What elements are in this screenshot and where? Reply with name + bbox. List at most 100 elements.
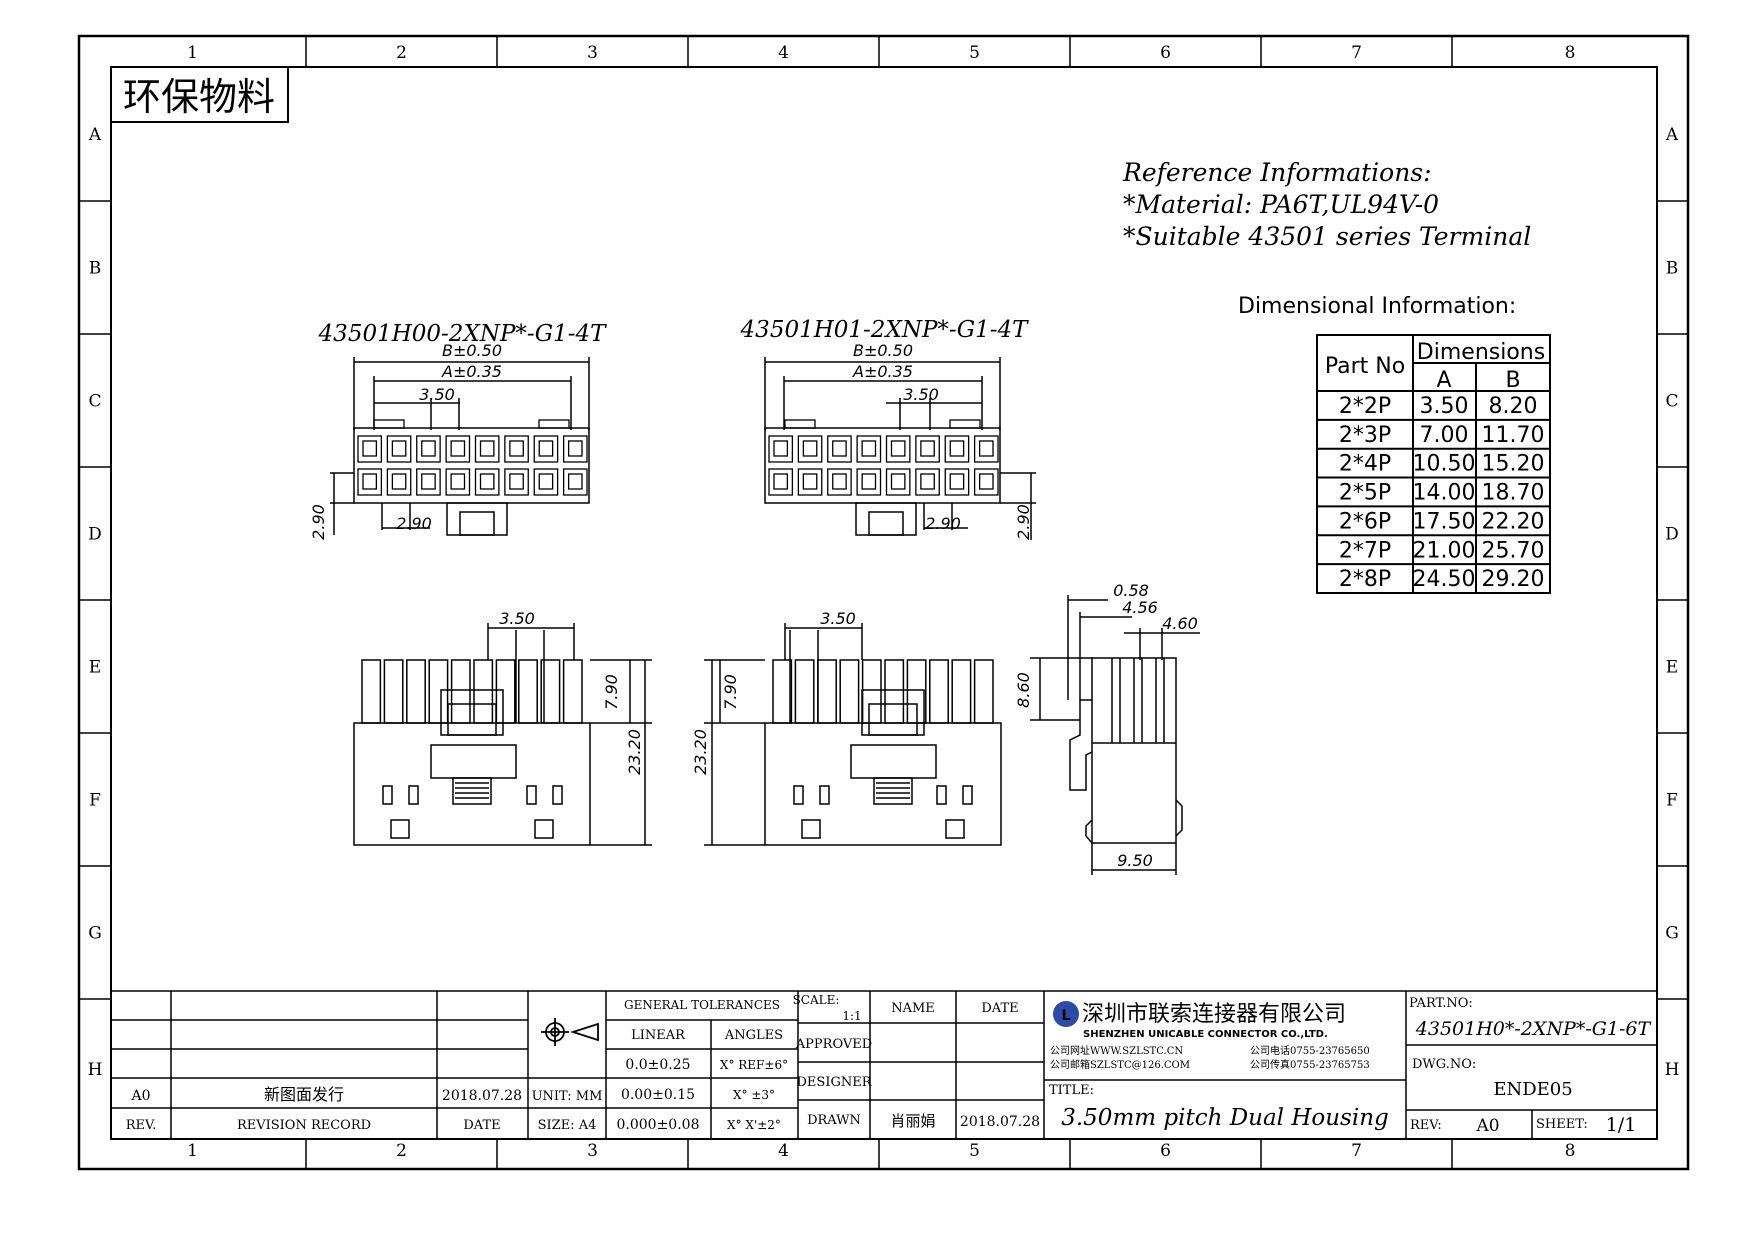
tol-angles-3: X° X'±2°	[727, 1118, 781, 1132]
dim-table-part: 2*5P	[1339, 481, 1391, 506]
name-label: NAME	[891, 1001, 935, 1016]
dim-table-header-dimensions: Dimensions	[1417, 340, 1545, 365]
date-value: 2018.07.28	[442, 1088, 522, 1104]
front-view-left: 43501H00-2XNP*-G1-4T B±0.50 A±0.35 3.50 …	[309, 321, 607, 540]
dim-table-part: 2*2P	[1339, 394, 1391, 419]
front-right-dim-b: B±0.50	[853, 341, 913, 360]
scale-label: SCALE:	[793, 993, 840, 1007]
side-view-middle: 3.50 7.90 23.20	[691, 609, 1002, 846]
row-label-right: C	[1665, 392, 1678, 412]
row-label-left: D	[88, 525, 102, 545]
front-right-dim-v: 2.90	[1014, 504, 1033, 540]
column-label-bottom: 3	[587, 1141, 598, 1161]
side-right-d2: 4.56	[1122, 598, 1158, 617]
dim-table-b: 15.20	[1482, 452, 1545, 477]
reference-terminal: *Suitable 43501 series Terminal	[1123, 222, 1531, 251]
dim-table-a: 7.00	[1420, 423, 1469, 448]
part-no-value: 43501H0*-2XNP*-G1-6T	[1415, 1018, 1652, 1040]
linear-label: LINEAR	[631, 1028, 686, 1043]
column-label-top: 2	[396, 43, 407, 63]
dim-table-part: 2*4P	[1339, 452, 1391, 477]
dim-table-a: 10.50	[1413, 452, 1476, 477]
dim-table-b: 8.20	[1489, 394, 1538, 419]
column-label-bottom: 7	[1351, 1141, 1362, 1161]
record-label: REVISION RECORD	[237, 1118, 371, 1133]
row-label-left: C	[88, 392, 101, 412]
column-label-bottom: 5	[969, 1141, 980, 1161]
reference-material: *Material: PA6T,UL94V-0	[1123, 190, 1439, 219]
front-left-dim-a: A±0.35	[441, 362, 502, 381]
front-left-dim-b: B±0.50	[442, 341, 502, 360]
company-logo: L	[1053, 1001, 1079, 1027]
front-left-dim-v: 2.90	[309, 504, 328, 540]
column-label-bottom: 8	[1565, 1141, 1576, 1161]
unit-label: UNIT: MM	[532, 1089, 603, 1104]
date-col-label: DATE	[981, 1001, 1018, 1016]
dim-table-part: 2*7P	[1339, 538, 1391, 563]
company-fax: 公司传真0755-23765753	[1250, 1058, 1370, 1071]
row-label-left: F	[89, 791, 101, 811]
dim-table-part: 2*8P	[1339, 567, 1391, 592]
side-right-h: 8.60	[1014, 672, 1033, 708]
row-label-right: E	[1666, 658, 1678, 678]
dim-table-header-b: B	[1505, 368, 1520, 393]
column-label-bottom: 1	[187, 1141, 198, 1161]
side-left-h2: 23.20	[625, 729, 644, 775]
reference-info: Reference Informations: *Material: PA6T,…	[1122, 158, 1531, 251]
company-website: 公司网址WWW.SZLSTC.CN	[1050, 1044, 1183, 1057]
company-email: 公司邮箱SZLSTC@126.COM	[1050, 1058, 1190, 1071]
column-label-bottom: 6	[1160, 1141, 1171, 1161]
designer-label: DESIGNER	[797, 1075, 873, 1090]
drawn-date: 2018.07.28	[960, 1114, 1040, 1130]
dim-table-a: 21.00	[1413, 538, 1476, 563]
dim-table-b: 11.70	[1482, 423, 1545, 448]
rev-label-2: REV:	[1410, 1118, 1442, 1133]
tol-linear-2: 0.00±0.15	[621, 1087, 695, 1103]
front-view-left-title: 43501H00-2XNP*-G1-4T	[318, 321, 608, 347]
general-tolerances-label: GENERAL TOLERANCES	[624, 998, 780, 1012]
dim-table-part: 2*3P	[1339, 423, 1391, 448]
rev-label: REV.	[126, 1118, 157, 1133]
column-label-top: 7	[1351, 43, 1362, 63]
tol-linear-3: 0.000±0.08	[617, 1117, 700, 1133]
part-no-label: PART.NO:	[1409, 996, 1473, 1011]
size-label: SIZE: A4	[538, 1118, 597, 1133]
drawn-label: DRAWN	[807, 1113, 861, 1128]
row-label-right: G	[1665, 924, 1679, 944]
row-label-right: F	[1666, 791, 1678, 811]
eco-stamp: 环保物料	[110, 66, 289, 123]
drawing-title: 3.50mm pitch Dual Housing	[1061, 1105, 1389, 1131]
sheet-label: SHEET:	[1536, 1117, 1588, 1132]
row-label-right: D	[1665, 525, 1679, 545]
title-label: TITLE:	[1049, 1083, 1094, 1098]
front-right-dim-h: 2.90	[925, 514, 961, 533]
dim-table-header-part: Part No	[1325, 354, 1405, 379]
dim-table-header-a: A	[1436, 368, 1451, 393]
side-mid-pitch: 3.50	[820, 609, 856, 628]
approved-label: APPROVED	[795, 1037, 872, 1052]
record-value: 新图面发行	[264, 1085, 344, 1104]
front-view-right-title: 43501H01-2XNP*-G1-4T	[740, 317, 1030, 343]
title-block: A0 新图面发行 2018.07.28 REV. REVISION RECORD…	[111, 990, 1657, 1139]
front-right-pitch: 3.50	[903, 385, 939, 404]
front-left-pitch: 3.50	[419, 385, 455, 404]
drawn-name: 肖丽娟	[890, 1112, 935, 1130]
company-logo-icon: L	[1062, 1008, 1071, 1024]
column-label-bottom: 2	[396, 1141, 407, 1161]
angles-label: ANGLES	[724, 1028, 783, 1043]
column-label-top: 5	[969, 43, 980, 63]
row-label-right: A	[1665, 125, 1679, 145]
sheet-value: 1/1	[1606, 1114, 1637, 1136]
eco-stamp-text: 环保物料	[123, 75, 275, 119]
dim-table-a: 3.50	[1420, 394, 1469, 419]
side-left-pitch: 3.50	[499, 609, 535, 628]
company-phone: 公司电话0755-23765650	[1250, 1044, 1370, 1057]
column-label-top: 3	[587, 43, 598, 63]
dimensional-heading: Dimensional Information:	[1238, 294, 1516, 319]
dim-table-b: 25.70	[1482, 538, 1545, 563]
side-right-d1: 0.58	[1113, 581, 1149, 600]
dimension-table: Part No Dimensions A B 2*2P 3.50 8.20 2*3P 7…	[1316, 334, 1551, 594]
row-label-left: B	[89, 259, 102, 279]
side-left-h1: 7.90	[602, 674, 621, 710]
